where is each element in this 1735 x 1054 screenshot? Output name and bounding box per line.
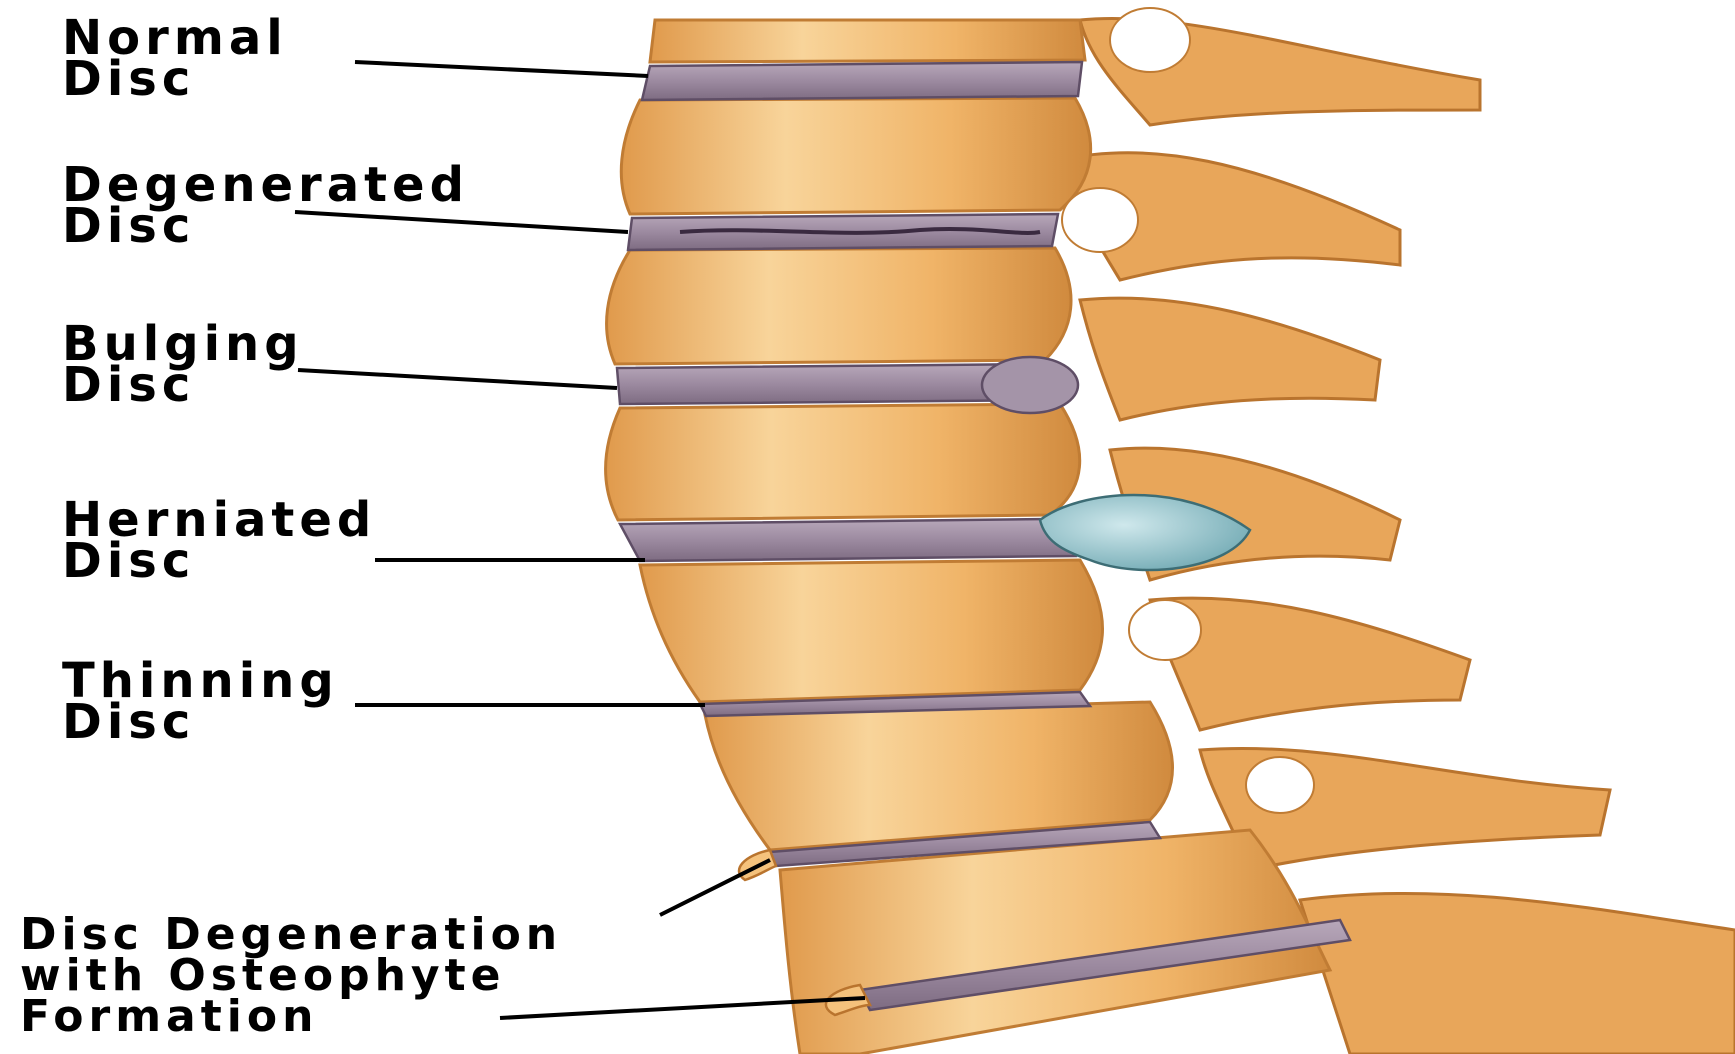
label-degenerated-disc: Degenerated Disc <box>62 165 469 247</box>
label-osteophyte-disc: Disc Degeneration with Osteophyte Format… <box>20 914 562 1037</box>
label-line: Disc Degeneration <box>20 914 562 955</box>
normal-disc <box>642 62 1082 100</box>
label-thinning-disc: Thinning Disc <box>62 661 339 743</box>
label-normal-disc: Normal Disc <box>62 18 288 100</box>
label-bulging-disc: Bulging Disc <box>62 324 304 406</box>
label-line: Formation <box>20 996 562 1037</box>
vertebra-2 <box>621 98 1090 214</box>
vertebra-5 <box>640 560 1103 702</box>
bulge <box>982 357 1078 413</box>
vertebra-1 <box>650 20 1085 62</box>
label-line: with Osteophyte <box>20 955 562 996</box>
leader-osteophyte-upper <box>660 860 770 915</box>
label-herniated-disc: Herniated Disc <box>62 500 376 582</box>
leader-normal <box>355 62 648 76</box>
vertebra-3 <box>607 248 1071 364</box>
leader-bulging <box>298 370 617 388</box>
vertebra-4 <box>605 404 1079 520</box>
herniated-disc <box>620 519 1075 561</box>
